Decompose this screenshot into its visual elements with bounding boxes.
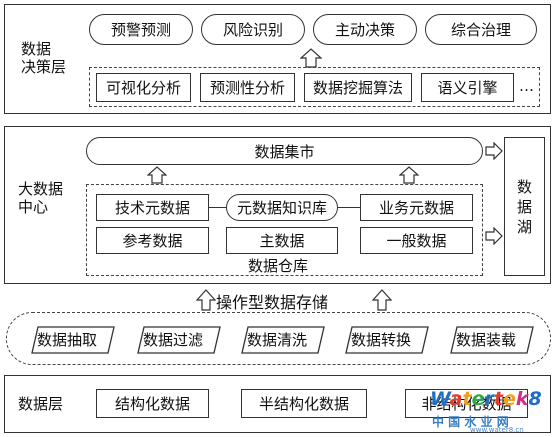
big-data-center-label-line2: 中心 [18,198,49,216]
decision-layer-label-line2: 决策层 [21,58,67,76]
watermark-subtitle: 中 国 水 业 网 [432,415,509,429]
general-data: 一般数据 [360,227,473,254]
data-mart: 数据集市 [86,137,483,165]
up-arrow-icon [399,166,419,184]
data-layer-label: 数据层 [18,395,64,413]
step-clean-text: 数据清洗 [247,331,308,349]
unstructured-data-text: 非结构化数据 [421,395,512,413]
up-arrow-icon [300,48,322,68]
general-data-text: 一般数据 [386,232,447,250]
up-arrow-icon [147,166,167,184]
storage-title: 操作型数据存储 [216,293,329,312]
decision-layer-label: 数据 决策层 [21,40,71,76]
app-early-warning: 预警预测 [89,14,193,45]
structured-data: 结构化数据 [96,389,209,418]
reference-data-text: 参考数据 [122,232,183,250]
step-transform-text: 数据转换 [351,331,412,349]
data-warehouse-group [86,184,483,276]
decision-layer-label-line1: 数据 [21,40,52,58]
analysis-more: … [519,77,534,95]
data-lake: 数据湖 [504,137,545,276]
data-warehouse-label: 数据仓库 [248,257,309,275]
technical-metadata: 技术元数据 [96,194,209,221]
watermark-brand: Watertek8 [430,388,542,410]
app-risk-identification: 风险识别 [201,14,305,45]
metadata-knowledge-base: 元数据知识库 [226,194,338,221]
step-load-text: 数据装载 [456,331,517,349]
data-mart-text: 数据集市 [254,142,315,161]
analysis-data-mining-text: 数据挖掘算法 [312,79,403,97]
analysis-visualization: 可视化分析 [96,73,191,102]
connector-line [338,207,360,208]
analysis-predictive-text: 预测性分析 [209,79,285,97]
master-data: 主数据 [226,227,338,254]
connector-line [209,207,226,208]
step-extract-text: 数据抽取 [37,331,98,349]
technical-metadata-text: 技术元数据 [114,199,190,217]
step-load [450,326,534,354]
app-integrated-governance-text: 综合治理 [450,21,511,39]
step-transform [345,326,429,354]
analysis-predictive: 预测性分析 [200,73,295,102]
storage-group [6,312,551,365]
big-data-center-label-line1: 大数据 [18,180,64,198]
analysis-semantic-engine-text: 语义引擎 [437,79,498,97]
metadata-knowledge-base-text: 元数据知识库 [236,199,327,217]
step-extract [31,326,115,354]
analysis-visualization-text: 可视化分析 [105,79,181,97]
step-filter [137,326,221,354]
analysis-data-mining: 数据挖掘算法 [304,73,412,102]
big-data-center-label: 大数据 中心 [18,180,74,216]
up-arrow-icon [371,289,393,311]
structured-data-text: 结构化数据 [114,395,190,413]
app-active-decision-text: 主动决策 [334,21,395,39]
app-early-warning-text: 预警预测 [110,21,171,39]
business-metadata: 业务元数据 [360,194,473,221]
watermark-url: www.water8.cn [470,426,524,434]
watermark-brand-text: Watertek8 [430,388,542,410]
app-integrated-governance: 综合治理 [425,14,537,45]
master-data-text: 主数据 [259,232,305,250]
app-active-decision: 主动决策 [313,14,417,45]
right-arrow-icon [485,142,503,160]
analysis-group [89,67,540,107]
analysis-semantic-engine: 语义引擎 [421,73,514,102]
step-clean [241,326,325,354]
step-filter-text: 数据过滤 [143,331,204,349]
data-lake-text: 数据湖 [516,177,532,236]
semi-structured-data: 半结构化数据 [241,389,367,418]
semi-structured-data-text: 半结构化数据 [258,395,349,413]
reference-data: 参考数据 [96,227,209,254]
up-arrow-icon [195,289,217,311]
business-metadata-text: 业务元数据 [378,199,454,217]
app-risk-identification-text: 风险识别 [222,21,283,39]
unstructured-data: 非结构化数据 [405,389,528,418]
right-arrow-icon [485,227,503,245]
